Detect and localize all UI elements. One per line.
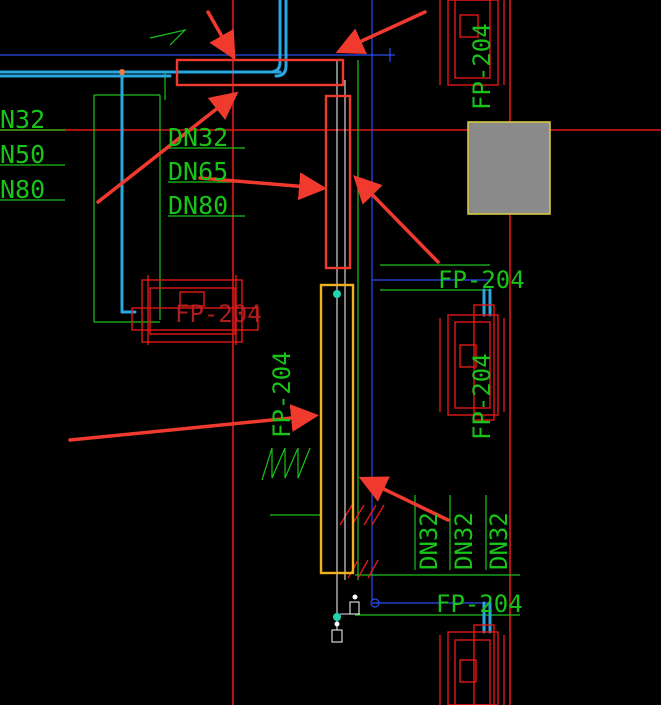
dn-label-left-2: N50 [0,140,45,169]
riser-node-top[interactable] [333,290,341,298]
equipment-block[interactable] [467,121,551,215]
dn-label-mid-3: DN80 [168,191,228,220]
fp-tag-bottom: FP-204 [436,590,523,618]
dn-label-vertical-1: DN32 [415,512,443,570]
highlight-box-horizontal[interactable] [175,58,345,87]
dn-label-vertical-3: DN32 [485,512,513,570]
pipe-slash-marks [339,504,385,579]
fp-tag-left-unit: FP-204 [175,300,262,328]
service-pipes [0,0,492,634]
dn-label-left-3: N80 [0,175,45,204]
riser-pipe [331,60,360,643]
fp-tag-top-right-unit: FP-204 [468,23,496,110]
highlight-box-vertical-orange[interactable] [319,283,355,575]
dn-label-vertical-2: DN32 [450,512,478,570]
valve-node[interactable] [352,594,358,600]
fp-tag-vertical: FP-204 [268,351,296,438]
dn-label-mid-2: DN65 [168,157,228,186]
fan-coil-unit-left[interactable] [131,275,259,345]
green-linework [0,28,520,616]
fan-coil-unit-bottom-right[interactable] [439,624,505,705]
fan-coil-unit-mid-right[interactable] [439,304,505,421]
annotation-arrows [68,10,450,522]
valve-node-lower[interactable] [334,621,340,627]
fp-tag-mid-right-unit: FP-204 [468,353,496,440]
dn-label-mid-1: DN32 [168,123,228,152]
dn-label-left-1: N32 [0,105,45,134]
highlight-box-vertical-red[interactable] [324,94,352,270]
pipe-junction [119,69,125,75]
fp-tag-riser: FP-204 [438,266,525,294]
fan-coil-unit-top-right[interactable] [439,0,505,86]
riser-node-bottom[interactable] [333,613,341,621]
